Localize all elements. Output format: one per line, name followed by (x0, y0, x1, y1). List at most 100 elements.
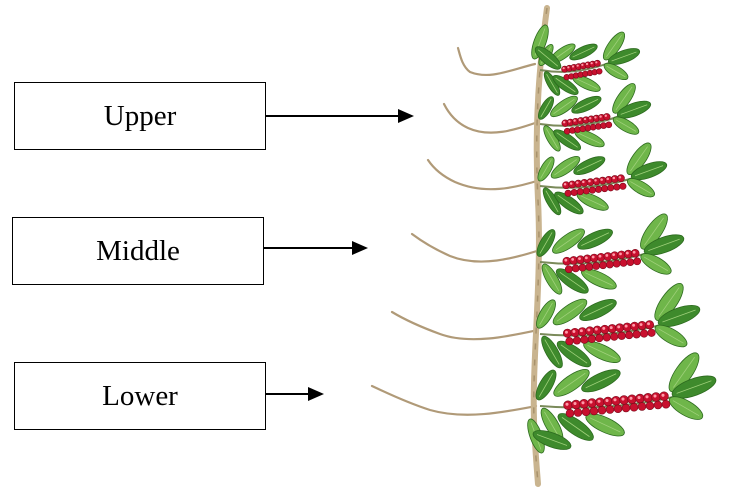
label-upper: Upper (14, 82, 266, 150)
berry (596, 334, 604, 342)
berry-highlight (597, 400, 600, 403)
berry (583, 188, 589, 194)
berry (573, 337, 581, 345)
berry (614, 184, 620, 190)
berry (620, 259, 627, 266)
berry-highlight (580, 329, 583, 332)
berry (662, 400, 670, 408)
berry-highlight (579, 119, 581, 121)
berry (603, 334, 611, 342)
berry (590, 407, 598, 415)
berry (606, 406, 614, 414)
lateral-branch (412, 234, 540, 262)
label-middle-text: Middle (96, 235, 180, 268)
berry-highlight (581, 64, 583, 66)
berry (566, 409, 574, 417)
berry-highlight (594, 179, 596, 181)
berry-highlight (600, 178, 602, 180)
berry-highlight (619, 252, 622, 255)
label-upper-text: Upper (104, 100, 176, 133)
berry-highlight (599, 115, 601, 117)
berry-highlight (573, 402, 576, 405)
berry-highlight (572, 330, 575, 333)
berry (574, 409, 582, 417)
berry-highlight (578, 257, 581, 260)
berry-highlight (613, 177, 615, 179)
berry (596, 68, 602, 74)
berry (627, 258, 634, 265)
berry-highlight (571, 258, 574, 261)
berry (654, 401, 662, 409)
lateral-branch (372, 386, 536, 415)
berry-highlight (586, 63, 588, 65)
lateral-branches (372, 48, 540, 415)
berry-highlight (592, 256, 595, 259)
berry (606, 122, 612, 128)
berry-highlight (570, 182, 572, 184)
berry (617, 175, 624, 182)
berry (588, 335, 596, 343)
berry-highlight (605, 115, 607, 117)
berry-highlight (595, 61, 597, 63)
berry-highlight (581, 401, 584, 404)
berry-highlight (584, 118, 586, 120)
berry (608, 185, 614, 191)
berry-highlight (605, 254, 608, 257)
berry (582, 408, 590, 416)
berry (589, 187, 595, 193)
berry-highlight (625, 325, 628, 328)
leaves (524, 23, 718, 455)
berry-highlight (602, 327, 605, 330)
berry (601, 185, 607, 191)
arrow-lower-icon (266, 384, 326, 404)
berry (603, 113, 610, 120)
berry-highlight (565, 331, 568, 334)
berry-highlight (589, 400, 592, 403)
berry (638, 403, 646, 411)
berry (614, 405, 622, 413)
berry (572, 265, 579, 272)
berry-highlight (588, 180, 590, 182)
lateral-branch (428, 160, 540, 189)
berry-highlight (661, 394, 664, 397)
berry-highlight (612, 253, 615, 256)
berry (606, 261, 613, 268)
berry-highlight (589, 117, 591, 119)
berry (648, 329, 656, 337)
berry (646, 402, 654, 410)
berry (595, 186, 601, 192)
berry-highlight (567, 66, 569, 68)
berry-highlight (626, 252, 629, 255)
berry-highlight (576, 181, 578, 183)
berry-highlight (563, 67, 565, 69)
berry-highlight (591, 62, 593, 64)
berry-highlight (564, 259, 567, 262)
berry (634, 258, 641, 265)
berry (631, 249, 639, 257)
berry-highlight (647, 322, 650, 325)
berry (566, 337, 574, 345)
berry-highlight (582, 181, 584, 183)
label-middle: Middle (12, 217, 264, 285)
berry-highlight (613, 398, 616, 401)
berry-highlight (610, 326, 613, 329)
berry (586, 263, 593, 270)
berry-highlight (633, 251, 636, 254)
berry (598, 406, 606, 414)
berry-highlight (585, 256, 588, 259)
berry-highlight (595, 328, 598, 331)
berry-highlight (629, 397, 632, 400)
berry-highlight (594, 116, 596, 118)
coffee-branch-illustration (360, 0, 743, 488)
berry-highlight (617, 325, 620, 328)
berry (622, 404, 630, 412)
arrow-middle-icon (264, 238, 369, 258)
lateral-branch (392, 312, 538, 339)
berry-highlight (587, 328, 590, 331)
berry-highlight (640, 323, 643, 326)
berry-highlight (599, 255, 602, 258)
label-lower: Lower (14, 362, 266, 430)
berry-highlight (653, 394, 656, 397)
berry (630, 403, 638, 411)
berry (620, 183, 626, 189)
